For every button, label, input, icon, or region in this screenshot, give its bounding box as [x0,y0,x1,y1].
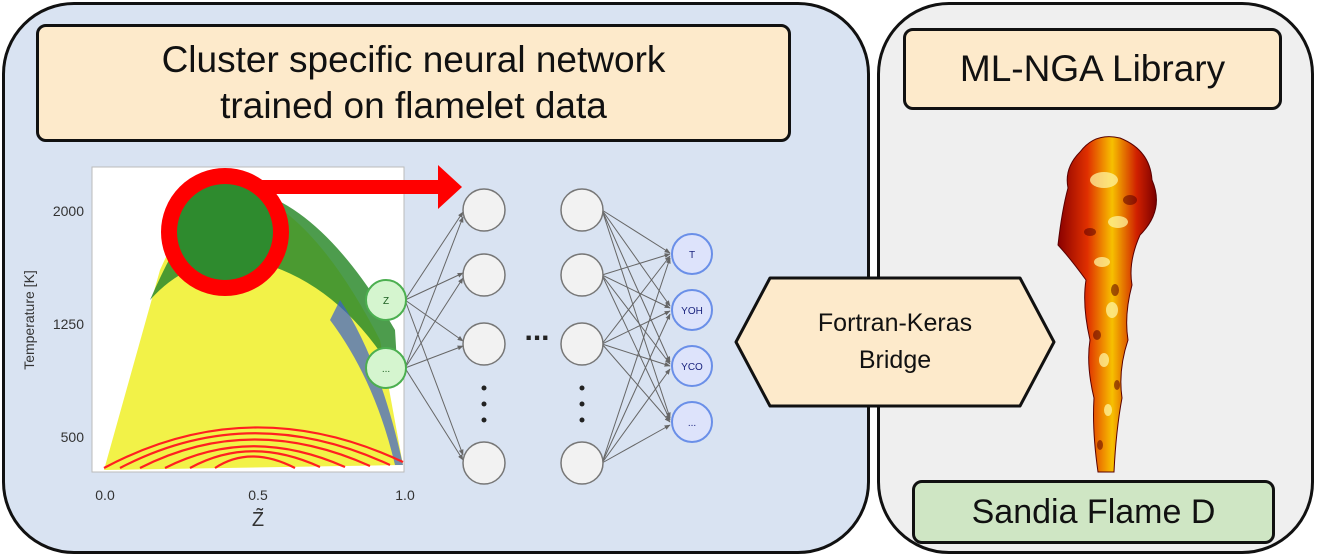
hidden-node [462,441,506,485]
red-arrow [262,165,462,209]
output-node-t-label: T [689,250,695,261]
output-node-yoh-label: YOH [681,306,703,317]
cluster-highlight-fill [172,179,278,285]
input-node-more [365,347,407,389]
x-axis-label: Z̃ [252,508,264,531]
hidden-node [560,253,604,297]
blue-cluster [330,300,403,465]
fortran-keras-bridge: Fortran-Keras Bridge [734,276,1056,408]
library-label: ML-NGA Library [959,47,1226,89]
hidden-layer-1 [462,188,506,485]
hidden-node [462,253,506,297]
hidden-node [462,188,506,232]
title-line-1: Cluster specific neural network [161,38,666,80]
red-cluster [103,426,404,469]
network-edges [404,209,671,464]
output-node-yoh [671,289,713,331]
x-tick-1: 1.0 [395,487,415,503]
flame-highlights [1090,172,1128,416]
y-tick-labels: 2000 1250 500 [53,203,84,445]
y-tick-2000: 2000 [53,203,84,219]
y-tick-1250: 1250 [53,316,84,332]
output-node-more [671,401,713,443]
output-node-yco [671,345,713,387]
output-layer: T YOH YCO ... [671,233,713,443]
title-box: Cluster specific neural network trained … [36,24,791,142]
flame-shadows [1084,195,1137,450]
flame-visualization [1057,136,1157,473]
hidden-node [560,441,604,485]
cluster-highlight-ring [161,168,289,296]
input-node-z [365,279,407,321]
library-label-box: ML-NGA Library [903,28,1282,110]
output-node-t [671,233,713,275]
bridge-arrow [734,276,1056,408]
flame-body [1057,136,1157,473]
y-tick-500: 500 [61,429,85,445]
bridge-label-line-1: Fortran-Keras [818,309,972,337]
bridge-label-line-2: Bridge [859,346,931,374]
flamelet-plot: 2000 1250 500 0.0 0.5 1.0 Temperature [K… [21,165,462,531]
output-node-more-label: ... [688,418,696,429]
input-layer: Z ... [365,279,407,389]
hidden-node [462,322,506,366]
flame-label: Sandia Flame D [971,492,1216,531]
vertical-ellipsis [481,385,585,423]
hidden-node [560,188,604,232]
x-tick-0-5: 0.5 [248,487,268,503]
hidden-layer-2 [560,188,604,485]
input-node-z-label: Z [383,296,389,307]
flame-label-box: Sandia Flame D [912,480,1275,544]
title-line-2: trained on flamelet data [220,85,607,126]
input-node-more-label: ... [382,364,390,375]
layer-ellipsis: ... [524,314,549,347]
x-tick-0: 0.0 [95,487,115,503]
output-node-yco-label: YCO [681,362,703,373]
x-tick-labels: 0.0 0.5 1.0 [95,487,415,503]
y-axis-label: Temperature [K] [21,270,37,370]
hidden-node [560,322,604,366]
